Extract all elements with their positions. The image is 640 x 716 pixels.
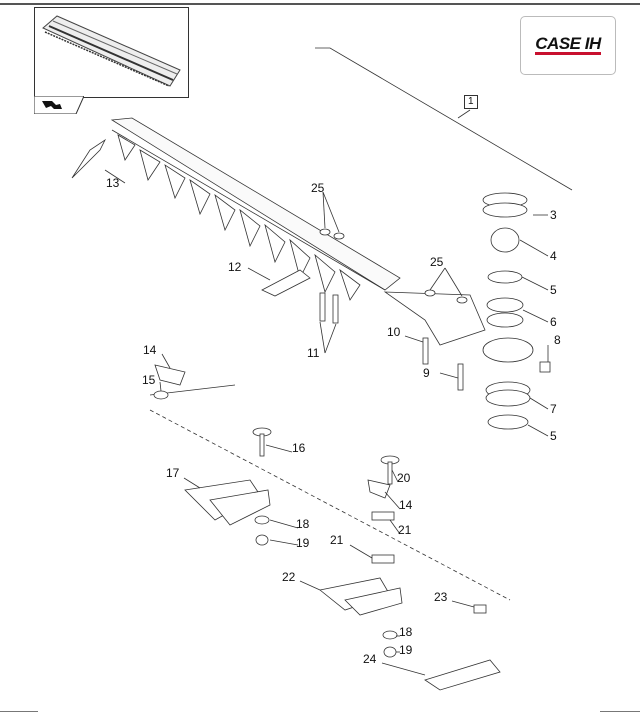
guards <box>153 364 501 691</box>
callout-14b: 14 <box>399 498 413 512</box>
callout-24: 24 <box>363 652 377 666</box>
callout-15: 15 <box>142 373 156 387</box>
callout-1: 1 <box>464 95 478 109</box>
knife-head <box>383 192 551 430</box>
callout-19: 19 <box>296 536 310 550</box>
callout-21: 21 <box>398 523 412 537</box>
callout-18b: 18 <box>399 625 413 639</box>
callout-11: 11 <box>307 346 320 360</box>
callout-3: 3 <box>550 208 557 222</box>
logo-text: CASE IH <box>535 34 601 55</box>
bottom-rule-right <box>600 711 640 712</box>
callout-14: 14 <box>143 343 157 357</box>
callout-12: 12 <box>228 260 242 274</box>
knife-bar <box>110 117 401 291</box>
callout-4: 4 <box>550 249 557 263</box>
callout-7: 7 <box>550 402 557 416</box>
callout-5b: 5 <box>550 429 557 443</box>
top-rule <box>0 3 640 5</box>
callout-13: 13 <box>106 176 120 190</box>
callout-9: 9 <box>423 366 430 380</box>
header-machine-icon <box>42 15 181 87</box>
callout-18: 18 <box>296 517 310 531</box>
back-tab[interactable] <box>34 96 84 114</box>
bottom-rule-left <box>0 711 38 712</box>
callout-19b: 19 <box>399 643 413 657</box>
header-thumbnail[interactable] <box>34 7 189 98</box>
callout-5: 5 <box>550 283 557 297</box>
callout-25: 25 <box>311 181 325 195</box>
callout-16: 16 <box>292 441 306 455</box>
callout-23: 23 <box>434 590 448 604</box>
callout-22: 22 <box>282 570 296 584</box>
callout-21b: 21 <box>330 533 344 547</box>
callout-10: 10 <box>387 325 401 339</box>
callout-17: 17 <box>166 466 180 480</box>
callout-20: 20 <box>397 471 411 485</box>
callout-8: 8 <box>554 333 561 347</box>
knife-sections <box>71 134 361 301</box>
return-arrow-icon <box>42 101 62 109</box>
callout-6: 6 <box>550 315 557 329</box>
brand-logo: CASE IH <box>520 16 616 75</box>
callout-25b: 25 <box>430 255 444 269</box>
